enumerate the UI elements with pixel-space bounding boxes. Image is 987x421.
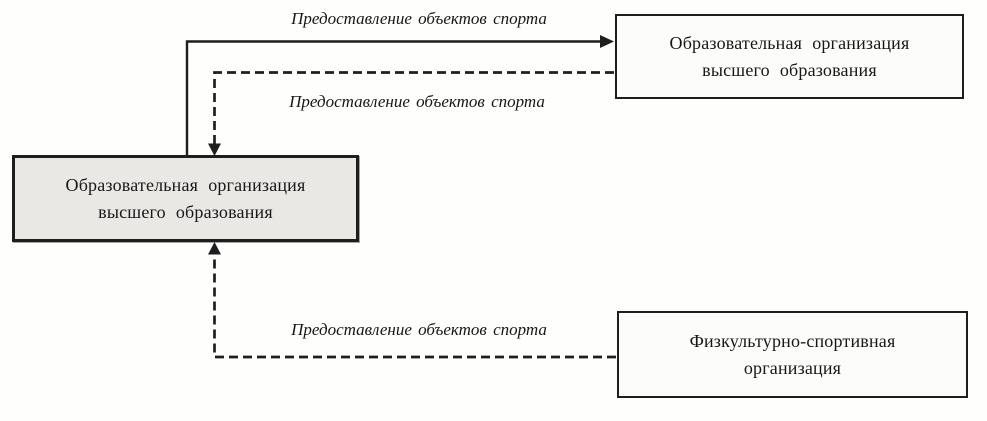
- node-sports-organization-label-line2: организация: [743, 357, 842, 378]
- edge-label-provision-bottom: Предоставление объектов спорта: [291, 320, 547, 339]
- node-university-left: Образовательная организация высшего обра…: [12, 155, 359, 242]
- edge-label-provision-middle: Предоставление объектов спорта: [289, 92, 545, 111]
- node-university-right: Образовательная организация высшего обра…: [615, 14, 964, 99]
- node-sports-organization: Физкультурно-спортивная организация: [617, 311, 968, 398]
- node-university-right-label-line1: Образовательная организация: [669, 32, 910, 53]
- node-sports-organization-label-line1: Физкультурно-спортивная: [689, 330, 896, 351]
- dashed-arrow-provision-middle: [208, 71, 614, 156]
- node-university-right-label-line2: высшего образования: [702, 59, 877, 80]
- edge-label-provision-top: Предоставление объектов спорта: [291, 9, 547, 28]
- node-university-left-label-line1: Образовательная организация: [65, 174, 306, 195]
- node-university-left-label-line2: высшего образования: [98, 201, 273, 222]
